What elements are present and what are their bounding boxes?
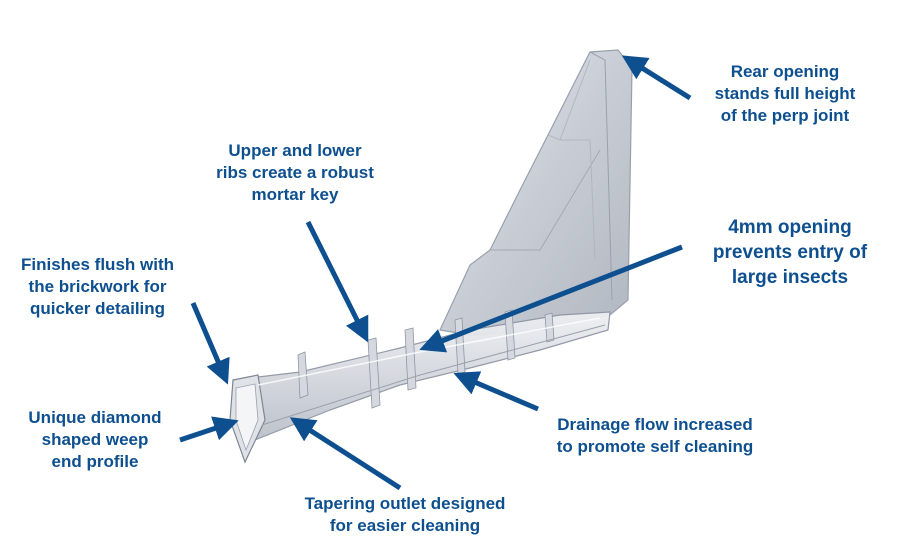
arrow-flush — [190, 302, 230, 385]
rib — [297, 351, 309, 399]
weep-vent-product — [229, 49, 633, 464]
rear-fin — [439, 49, 633, 336]
arrow-drainage — [453, 371, 539, 412]
annotation-arrows — [179, 55, 692, 491]
label-rear-opening: Rear opening stands full height of the p… — [714, 62, 856, 125]
label-diamond: Unique diamond shaped weep end profile — [28, 408, 162, 471]
label-tapering: Tapering outlet designed for easier clea… — [304, 494, 506, 535]
label-flush: Finishes flush with the brickwork for qu… — [20, 255, 174, 318]
rib — [404, 327, 417, 391]
rib — [367, 337, 381, 409]
arrow-tapering — [289, 417, 402, 491]
arrow-diamond — [179, 416, 239, 443]
arrow-four-mm — [419, 244, 683, 353]
arrow-ribs — [305, 220, 369, 343]
arrow-rear-opening — [621, 55, 692, 101]
label-drainage: Drainage flow increased to promote self … — [556, 415, 754, 456]
label-four-mm: 4mm opening prevents entry of large inse… — [712, 217, 868, 288]
label-ribs: Upper and lower ribs create a robust mor… — [216, 141, 374, 204]
